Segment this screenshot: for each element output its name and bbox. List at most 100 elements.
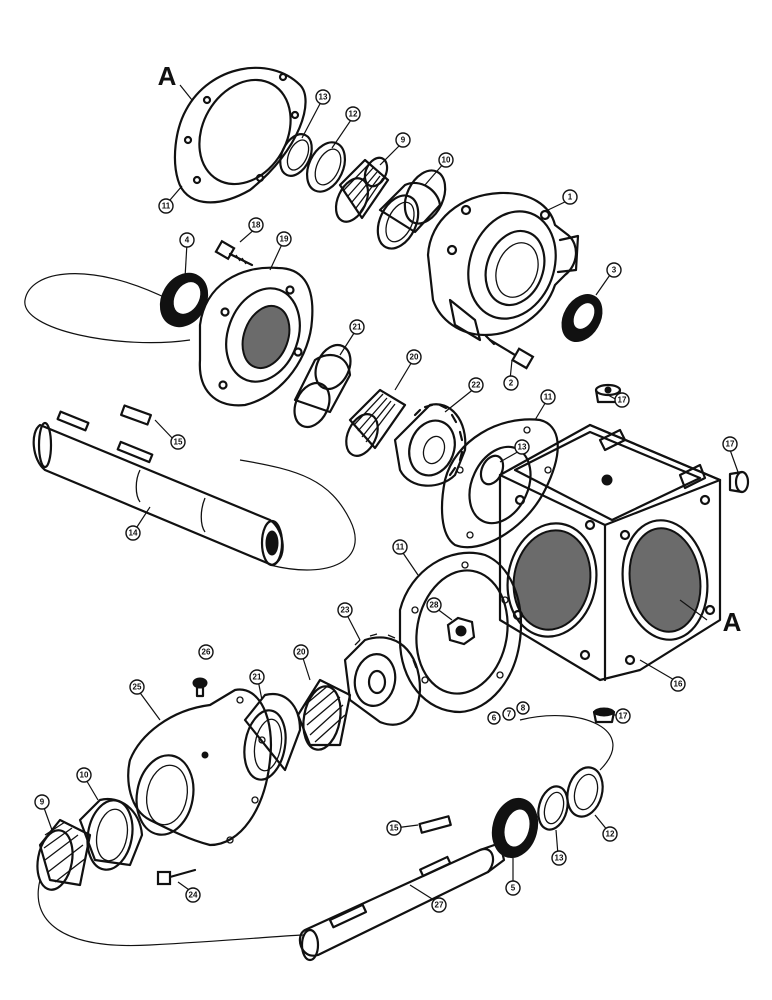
- callout-circle: [34, 794, 50, 810]
- callout-circle: [392, 539, 408, 555]
- callout-circle: [276, 231, 292, 247]
- callout-circle: [198, 644, 214, 660]
- shaft-27: [298, 841, 506, 962]
- key-15-lower: [418, 815, 452, 834]
- callout-circle: [426, 597, 442, 613]
- callout-label-7: 7: [507, 710, 512, 719]
- callout-circle: [76, 767, 92, 783]
- bevel-gear-23: [343, 633, 422, 726]
- callout-circle: [185, 887, 201, 903]
- callout-circle: [395, 132, 411, 148]
- snap-ring-13-mid: [479, 454, 505, 486]
- callout-circle: [551, 850, 567, 866]
- bolt-2: [484, 334, 535, 370]
- callout-label: 13: [518, 443, 527, 452]
- flange-11-lower: [398, 551, 522, 714]
- callout-circle: [431, 897, 447, 913]
- bearing-cone-20-upper: [345, 388, 407, 457]
- leader-lines: [42, 84, 739, 903]
- bolt-24: [156, 868, 197, 886]
- callout-circle: [129, 679, 145, 695]
- callout-label: 17: [619, 712, 628, 721]
- callout-circle: [602, 826, 618, 842]
- callout-circle: [670, 676, 686, 692]
- callout-label: 20: [410, 353, 419, 362]
- callout-label: 11: [544, 393, 553, 402]
- callout-circle: [468, 377, 484, 393]
- callout-circle: [722, 436, 738, 452]
- bearing-cone-20-lower: [296, 678, 352, 751]
- callout-circle: [540, 389, 556, 405]
- shim-top: [305, 141, 347, 193]
- snap-ring-top: [279, 133, 313, 177]
- ref-letter-a-top: A: [158, 61, 177, 91]
- callout-circle: [386, 820, 402, 836]
- callout-label: 11: [396, 543, 405, 552]
- callout-label: 2: [509, 379, 514, 388]
- snap-ring-13-lower: [537, 785, 569, 831]
- callout-circle: [503, 375, 519, 391]
- callout-label: 27: [435, 901, 444, 910]
- shim-12-lower: [566, 766, 604, 818]
- callout-circle: [349, 319, 365, 335]
- callout-label: 23: [341, 606, 350, 615]
- plug-17-bottom: [592, 707, 616, 724]
- callout-label: 20: [297, 648, 306, 657]
- callout-circle: [505, 880, 521, 896]
- callout-circle: [170, 434, 186, 450]
- ref-letter-a-right: A: [723, 607, 742, 637]
- bearing-cup-10-lower: [78, 797, 144, 871]
- key-15-upper: [120, 404, 152, 426]
- callout-circle: [125, 525, 141, 541]
- callout-label: 16: [674, 680, 683, 689]
- bearing-cup-21-upper: [293, 343, 352, 429]
- shaft-14: [32, 410, 284, 567]
- callout-label: 15: [390, 824, 399, 833]
- bearing-cup-21-lower: [243, 692, 302, 781]
- bearing-cup-top: [376, 169, 447, 250]
- leader-loop-bottom: [37, 715, 614, 947]
- callout-circle: [293, 644, 309, 660]
- bearing-cone-9-lower: [36, 818, 92, 891]
- callout-circle: [514, 439, 530, 455]
- callout-label: 26: [202, 648, 211, 657]
- housing-25: [127, 688, 272, 847]
- callout-label: 13: [555, 854, 564, 863]
- callout-label-8: 8: [521, 704, 526, 713]
- callout-circle: [562, 189, 578, 205]
- callout-circle: [438, 152, 454, 168]
- bearing-housing-19: [198, 266, 314, 407]
- callout-circle: [614, 392, 630, 408]
- callout-label: 15: [174, 438, 183, 447]
- oil-seal-5: [491, 797, 539, 859]
- callout-label: 19: [280, 235, 289, 244]
- callout-circle: [337, 602, 353, 618]
- callout-label: 21: [253, 673, 262, 682]
- callout-label: 25: [133, 683, 142, 692]
- callout-label: 14: [129, 529, 138, 538]
- callout-circle: [315, 89, 331, 105]
- gearbox-case-16: [498, 423, 722, 682]
- callout-label: 3: [612, 266, 617, 275]
- callout-label: 13: [319, 93, 328, 102]
- callout-label: 4: [185, 236, 190, 245]
- callout-label: 18: [252, 221, 261, 230]
- callout-label: 10: [442, 156, 451, 165]
- oil-seal-4: [159, 272, 209, 328]
- callout-label: 17: [618, 396, 627, 405]
- callout-label: 5: [511, 884, 516, 893]
- grease-fitting-26: [192, 677, 208, 698]
- callout-label: 28: [430, 601, 439, 610]
- callout-label: 11: [162, 202, 171, 211]
- bearing-housing-1: [426, 191, 580, 342]
- gasket-top: [173, 66, 307, 204]
- callout-circle: [158, 198, 174, 214]
- plug-17-right: [728, 470, 750, 494]
- oil-seal-3: [561, 294, 603, 342]
- bearing-cone-top: [334, 156, 390, 223]
- bolt-18: [214, 239, 254, 267]
- callout-label: 10: [80, 771, 89, 780]
- callout-label: 22: [472, 381, 481, 390]
- callout-label: 21: [353, 323, 362, 332]
